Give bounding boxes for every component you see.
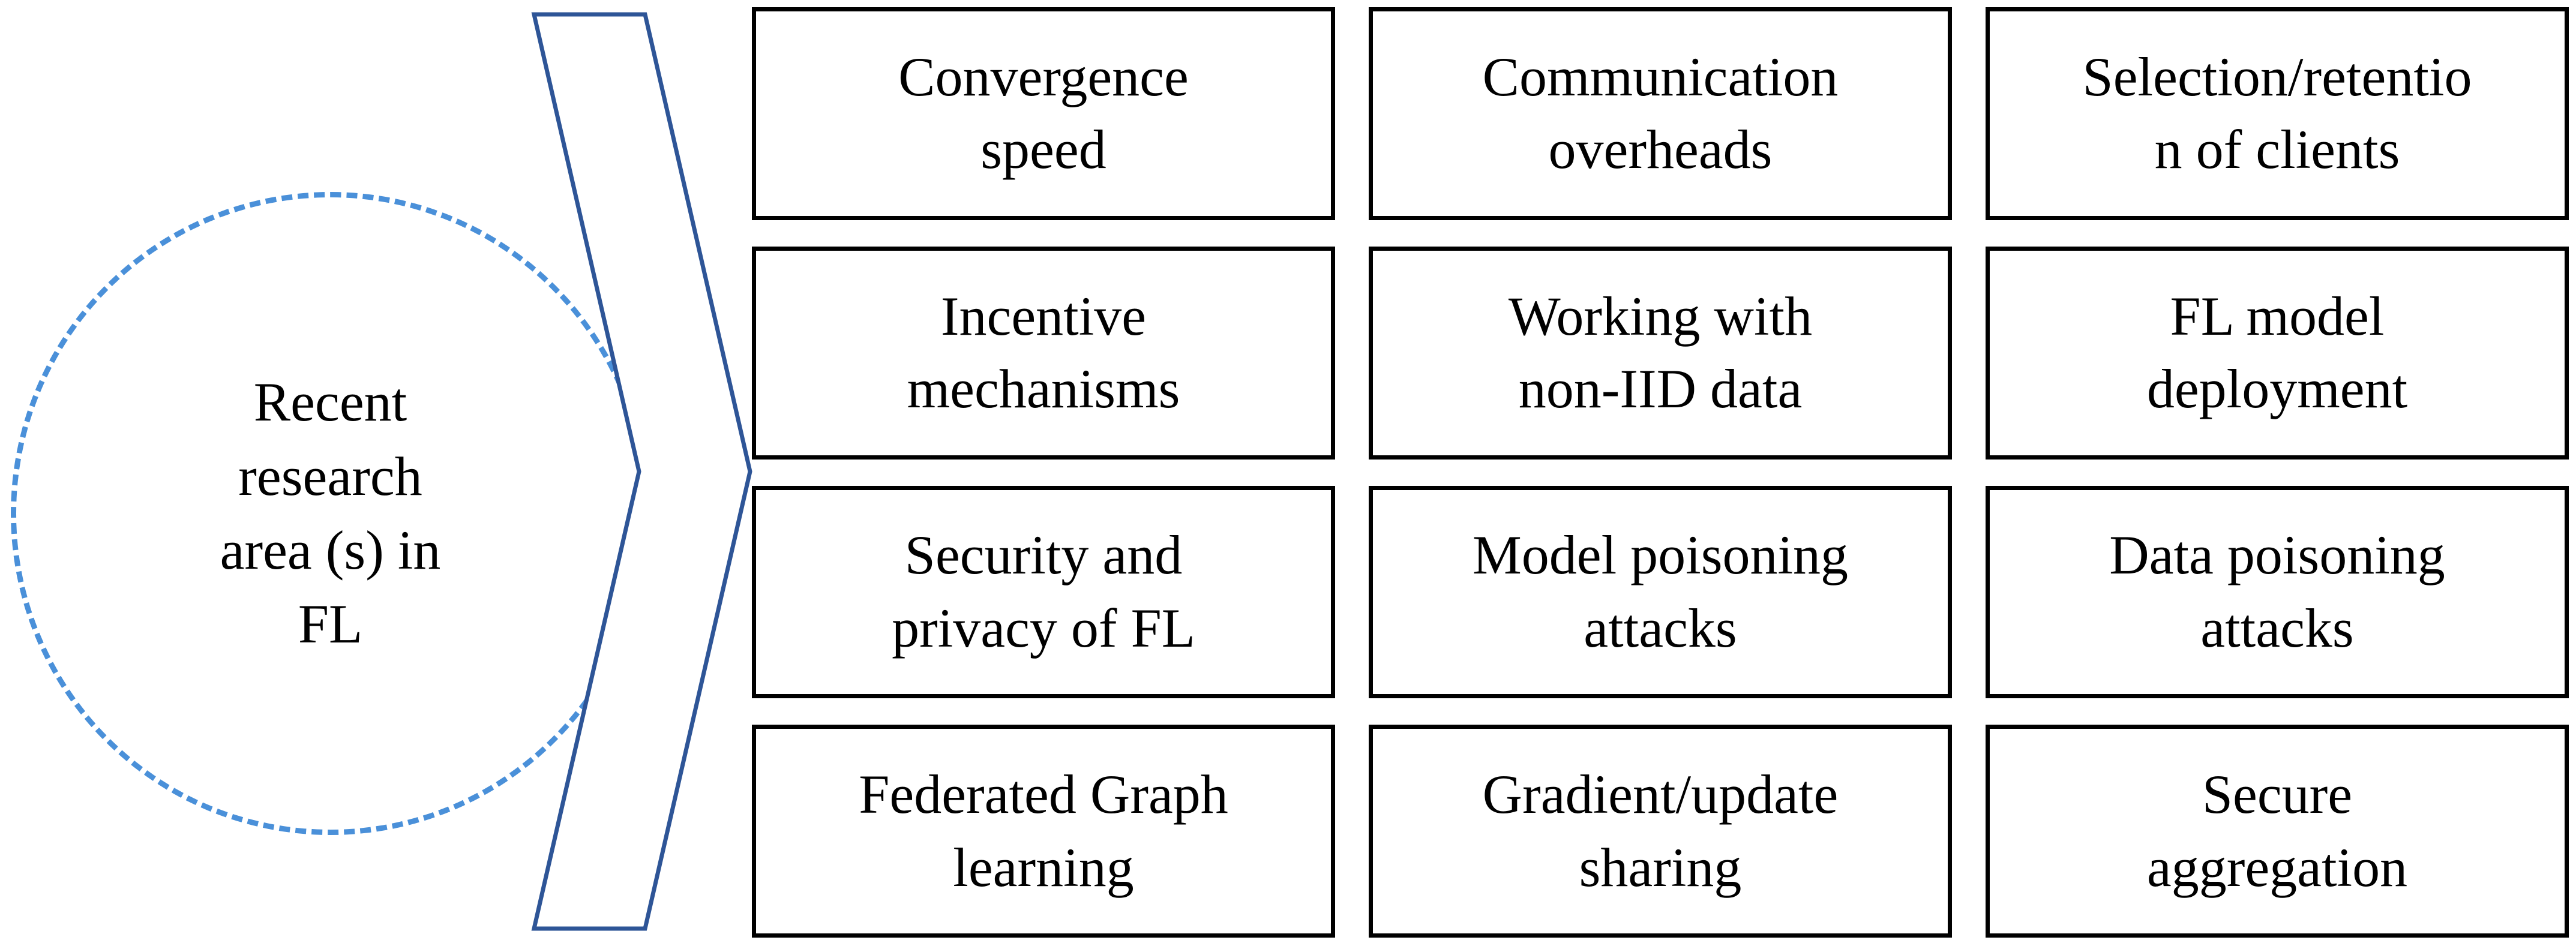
center-node-label: Recent research area (s) in FL (220, 371, 441, 655)
topic-box-working-with-non-iid-data[interactable]: Working with non-IID data (1369, 246, 1952, 460)
topic-label: Working with non-IID data (1508, 285, 1813, 420)
topic-label: Security and privacy of FL (892, 524, 1195, 659)
topic-grid: Convergence speed Communication overhead… (752, 7, 2569, 938)
topic-box-communication-overheads[interactable]: Communication overheads (1369, 7, 1952, 220)
topic-label: Convergence speed (898, 46, 1189, 181)
topic-label: FL model deployment (2146, 285, 2408, 420)
topic-label: Federated Graph learning (859, 764, 1228, 898)
center-node-circle: Recent research area (s) in FL (11, 192, 650, 835)
topic-label: Communication overheads (1482, 46, 1839, 181)
topic-box-gradient-update-sharing[interactable]: Gradient/update sharing (1369, 725, 1952, 938)
topic-box-data-poisoning-attacks[interactable]: Data poisoning attacks (1986, 485, 2569, 699)
topic-box-secure-aggregation[interactable]: Secure aggregation (1986, 725, 2569, 938)
topic-box-security-and-privacy-of-fl[interactable]: Security and privacy of FL (752, 485, 1335, 699)
topic-label: Secure aggregation (2146, 764, 2408, 898)
topic-box-incentive-mechanisms[interactable]: Incentive mechanisms (752, 246, 1335, 460)
topic-box-model-poisoning-attacks[interactable]: Model poisoning attacks (1369, 485, 1952, 699)
topic-box-federated-graph-learning[interactable]: Federated Graph learning (752, 725, 1335, 938)
topic-label: Data poisoning attacks (2109, 524, 2445, 659)
topic-label: Gradient/update sharing (1482, 764, 1839, 898)
topic-box-convergence-speed[interactable]: Convergence speed (752, 7, 1335, 220)
topic-label: Selection/retentio n of clients (2082, 46, 2472, 181)
topic-label: Incentive mechanisms (907, 285, 1180, 420)
topic-box-selection-retention-of-clients[interactable]: Selection/retentio n of clients (1986, 7, 2569, 220)
topic-label: Model poisoning attacks (1472, 524, 1849, 659)
topic-box-fl-model-deployment[interactable]: FL model deployment (1986, 246, 2569, 460)
